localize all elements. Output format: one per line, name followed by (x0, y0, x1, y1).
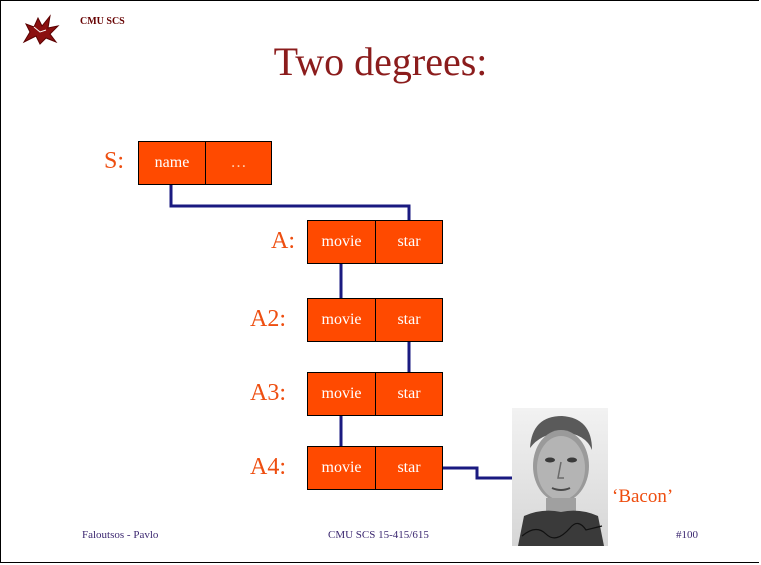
record-a2: movie star (307, 298, 443, 342)
header-label: CMU SCS (80, 16, 125, 27)
record-label-s: S: (104, 148, 125, 174)
record-a4-field-star: star (375, 447, 442, 489)
signature-mark (521, 522, 603, 539)
griffin-logo-icon (22, 14, 60, 45)
record-a4-field-movie: movie (321, 459, 362, 476)
record-a-field-star: star (375, 221, 442, 263)
link-s-to-a (169, 185, 411, 220)
record-s-field-name: name (154, 154, 190, 171)
footer-course: CMU SCS 15-415/615 (328, 529, 429, 541)
record-label-a4: A4: (250, 454, 286, 480)
record-s-field-more: … (205, 142, 271, 184)
record-a2-field-star: star (375, 299, 442, 341)
record-s: name … (138, 141, 272, 185)
footer-author: Faloutsos - Pavlo (82, 529, 159, 541)
footer-slide-number: #100 (676, 529, 698, 541)
bacon-label: ‘Bacon’ (612, 486, 674, 507)
record-a3: movie star (307, 372, 443, 416)
record-a3-field-star: star (375, 373, 442, 415)
record-label-a: A: (271, 228, 295, 254)
record-a4: movie star (307, 446, 443, 490)
link-a4-to-bacon (443, 466, 512, 480)
record-a-field-movie: movie (321, 233, 362, 250)
record-label-a3: A3: (250, 380, 286, 406)
record-a3-field-movie: movie (321, 385, 362, 402)
record-a: movie star (307, 220, 443, 264)
record-a2-field-movie: movie (321, 311, 362, 328)
record-label-a2: A2: (250, 306, 286, 332)
bacon-photo (512, 408, 608, 546)
slide-title: Two degrees: (273, 39, 488, 84)
